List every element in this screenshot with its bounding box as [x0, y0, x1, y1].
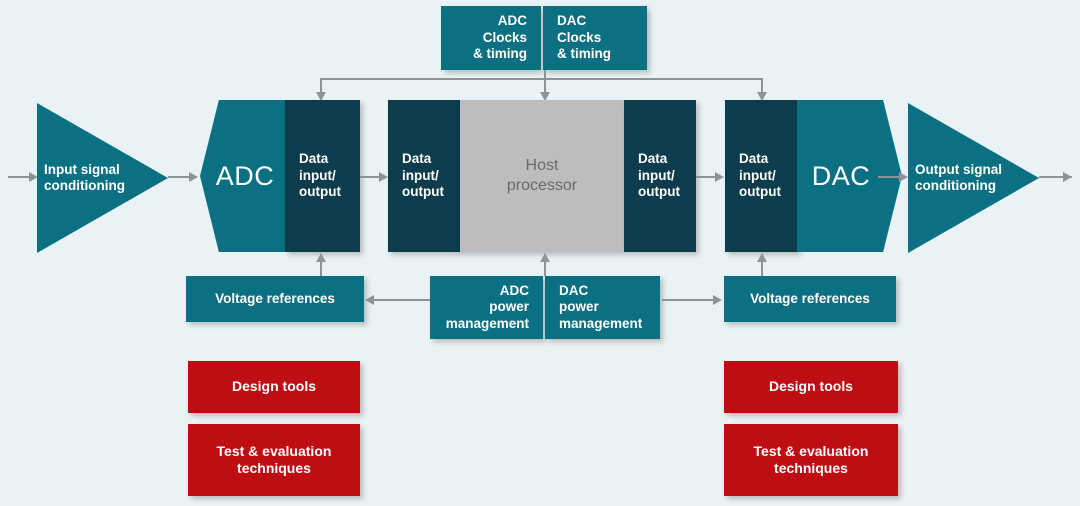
output-signal-line — [1039, 176, 1072, 178]
block-test-evaluation-left[interactable]: Test & evaluation techniques — [188, 424, 360, 496]
clock-drop-adc — [320, 78, 322, 93]
block-dac-data-io[interactable]: Data input/ output — [725, 100, 798, 252]
vref-right-feed-arrow-icon — [757, 253, 767, 262]
power-to-vref-right-line — [662, 299, 714, 301]
block-host-data-io-right[interactable]: Data input/ output — [624, 100, 696, 252]
input-signal-arrow-icon — [29, 172, 38, 182]
clock-arrow-adc-icon — [316, 92, 326, 101]
power-to-vref-left-arrow-icon — [365, 295, 374, 305]
block-dac-clocks-timing[interactable]: DAC Clocks & timing — [543, 6, 647, 70]
block-design-tools-right[interactable]: Design tools — [724, 361, 898, 413]
block-dac-power-management[interactable]: DAC power management — [545, 276, 660, 339]
host-to-dac-line — [696, 176, 716, 178]
block-test-evaluation-right[interactable]: Test & evaluation techniques — [724, 424, 898, 496]
input-to-adc-line — [168, 176, 190, 178]
input-signal-line — [8, 176, 30, 178]
input-to-adc-arrow-icon — [189, 172, 198, 182]
clock-drop-host — [544, 78, 546, 93]
block-host-processor[interactable]: Host processor — [460, 100, 624, 252]
block-design-tools-left[interactable]: Design tools — [188, 361, 360, 413]
clock-arrow-dac-icon — [757, 92, 767, 101]
vref-left-feed-line — [320, 262, 322, 276]
power-host-feed-arrow-icon — [540, 253, 550, 262]
adc-to-host-line — [360, 176, 380, 178]
clock-bus-horizontal — [320, 78, 762, 80]
vref-left-feed-arrow-icon — [316, 253, 326, 262]
clock-drop-dac — [761, 78, 763, 93]
block-voltage-references-right[interactable]: Voltage references — [724, 276, 896, 322]
block-output-signal-conditioning[interactable] — [908, 103, 1039, 253]
dac-to-output-line — [878, 176, 900, 178]
block-input-signal-conditioning[interactable] — [37, 103, 168, 253]
power-to-vref-right-arrow-icon — [713, 295, 722, 305]
output-signal-arrow-icon — [1063, 172, 1072, 182]
adc-to-host-arrow-icon — [379, 172, 388, 182]
host-to-dac-arrow-icon — [715, 172, 724, 182]
power-host-feed-line — [544, 262, 546, 276]
clock-bus-stem — [544, 70, 546, 80]
block-adc-data-io[interactable]: Data input/ output — [285, 100, 360, 252]
block-adc-power-management[interactable]: ADC power management — [430, 276, 543, 339]
block-voltage-references-left[interactable]: Voltage references — [186, 276, 364, 322]
clock-arrow-host-icon — [540, 92, 550, 101]
vref-right-feed-line — [761, 262, 763, 276]
power-to-vref-left-line — [373, 299, 430, 301]
block-host-data-io-left[interactable]: Data input/ output — [388, 100, 460, 252]
block-adc-clocks-timing[interactable]: ADC Clocks & timing — [441, 6, 541, 70]
dac-to-output-arrow-icon — [899, 172, 908, 182]
